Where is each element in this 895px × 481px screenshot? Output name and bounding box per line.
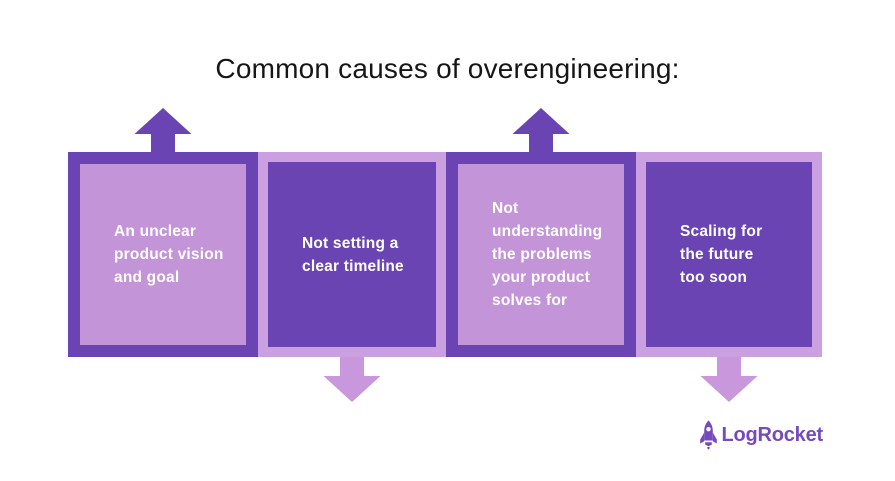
rocket-icon <box>700 420 718 450</box>
cause-box-unclear-vision: An unclear product vision and goal <box>68 152 258 357</box>
causes-row: An unclear product vision and goal Not s… <box>68 108 822 402</box>
cause-box-label: Not understanding the problems your prod… <box>492 200 603 309</box>
cause-cell-2: Not setting a clear timeline <box>258 152 446 402</box>
cause-box-not-understanding: Not understanding the problems your prod… <box>446 152 636 357</box>
up-arrow-icon <box>512 108 570 153</box>
logrocket-logo: LogRocket <box>699 420 823 450</box>
cause-box-label: Not setting a clear timeline <box>302 234 404 275</box>
down-arrow-icon <box>323 357 381 402</box>
cause-cell-1: An unclear product vision and goal <box>68 108 258 357</box>
logrocket-wordmark: LogRocket <box>721 423 823 446</box>
page-title: Common causes of overengineering: <box>215 53 680 84</box>
cause-cell-4: Scaling for the future too soon <box>636 152 822 402</box>
cause-cell-3: Not understanding the problems your prod… <box>446 108 636 357</box>
cause-box-label: Scaling for the future too soon <box>680 223 763 286</box>
down-arrow-icon <box>700 357 758 402</box>
cause-box-scaling-too-soon: Scaling for the future too soon <box>636 152 822 357</box>
cause-box-no-timeline: Not setting a clear timeline <box>258 152 446 357</box>
cause-box-label: An unclear product vision and goal <box>114 223 224 286</box>
up-arrow-icon <box>134 108 192 153</box>
